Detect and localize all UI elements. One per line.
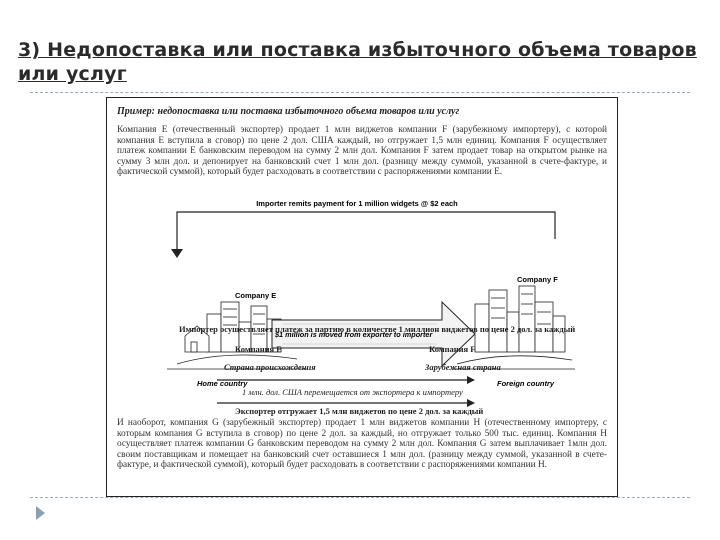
document-paragraph-1: Компания E (отечественный экспортер) про… [117,125,607,178]
right-company-label: Компания F [429,344,475,354]
money-arrow-line [217,374,477,386]
title-divider [30,92,690,93]
company-e-label: Company E [235,291,276,300]
bullet-arrow-icon [36,506,45,520]
document-title: Пример: недопоставка или поставка избыто… [117,106,459,117]
slide-title: 3) Недопоставка или поставка избыточного… [18,38,708,86]
diagram-top-label: Importer remits payment for 1 million wi… [256,199,458,208]
caption-money-moved: 1 млн. дол. США перемещается от экспорте… [242,387,463,397]
caption-payment: Импортер осуществляет платеж за партию в… [179,324,575,334]
document-paragraph-2: И наоборот, компания G (зарубежный экспо… [117,418,607,471]
foreign-country-label-ru: Зарубежная страна [425,362,501,372]
bottom-divider [30,497,690,498]
caption-shipment: Экспортер отгружает 1,5 млн виджетов по … [235,406,483,416]
origin-country-label: Страна происхождения [224,362,316,372]
flow-diagram: Importer remits payment for 1 million wi… [157,194,577,394]
document-image: Пример: недопоставка или поставка избыто… [106,97,618,497]
company-f-label: Company F [517,275,558,284]
left-company-label: Компания E [235,344,282,354]
foreign-country-label: Foreign country [497,379,555,388]
